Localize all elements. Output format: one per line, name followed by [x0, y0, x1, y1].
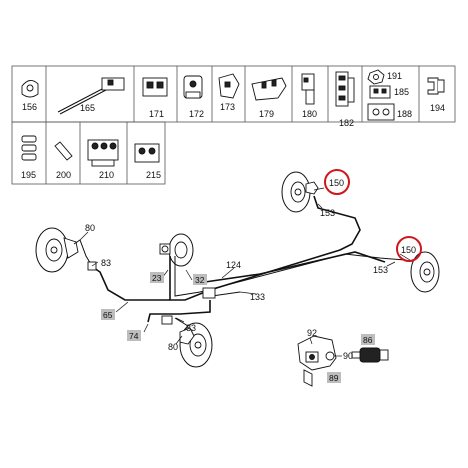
- leader-lines: [79, 187, 411, 357]
- callout-150-lower: 150: [401, 245, 416, 255]
- brake-booster: [159, 233, 194, 267]
- callout-83-rear: 83: [186, 323, 196, 333]
- part-173-label: 173: [220, 102, 235, 112]
- part-182-icon: [335, 71, 355, 107]
- part-194-icon: [427, 77, 445, 95]
- part-188-label: 188: [397, 109, 412, 119]
- part-179-label: 179: [259, 109, 274, 119]
- part-195-icon: [21, 135, 37, 161]
- part-182-label: 182: [339, 118, 354, 128]
- callout-23: 23: [152, 273, 162, 283]
- part-215-icon: [134, 143, 160, 163]
- part-185-label: 185: [394, 87, 409, 97]
- part-185-icon: [369, 85, 391, 99]
- wheel-rear-left: [179, 322, 213, 368]
- part-165-icon: [57, 77, 125, 115]
- part-156-icon: [21, 80, 39, 98]
- callout-153-upper: 153: [320, 208, 335, 218]
- callout-83-front: 83: [101, 258, 111, 268]
- part-180-label: 180: [302, 109, 317, 119]
- part-195-label: 195: [21, 170, 36, 180]
- part-172-icon: [183, 75, 203, 99]
- highlight-circle-150-lower: [396, 236, 422, 262]
- part-165-label: 165: [80, 103, 95, 113]
- callout-92: 92: [307, 328, 317, 338]
- callout-86-box: [361, 334, 375, 345]
- part-179-icon: [251, 77, 287, 101]
- part-191-label: 191: [387, 71, 402, 81]
- callout-23-box: [150, 272, 164, 283]
- part-171-icon: [142, 77, 168, 97]
- callout-89-box: [327, 372, 341, 383]
- callout-74-box: [127, 330, 141, 341]
- part-173-icon: [218, 73, 240, 99]
- callout-65-box: [101, 309, 115, 320]
- callout-32-box: [193, 274, 207, 285]
- brake-system-diagram: 150 150 153 153 80 83 124 133 92 90 83 8…: [35, 169, 440, 387]
- callout-74: 74: [129, 331, 139, 341]
- brake-lines: [73, 195, 406, 327]
- callout-90: 90: [343, 351, 353, 361]
- callout-89: 89: [329, 373, 339, 383]
- part-156-label: 156: [22, 102, 37, 112]
- part-194-label: 194: [430, 103, 445, 113]
- callout-150-upper: 150: [329, 178, 344, 188]
- abs-bracket: [297, 335, 337, 387]
- part-210-icon: [87, 139, 119, 167]
- part-215-label: 215: [146, 170, 161, 180]
- part-200-icon: [54, 141, 73, 161]
- wheel-rear-right: [410, 251, 440, 293]
- callout-133: 133: [250, 292, 265, 302]
- callout-124: 124: [226, 260, 241, 270]
- wheel-front-left: [35, 227, 79, 273]
- callout-86: 86: [363, 335, 373, 345]
- wheel-front-right: [281, 171, 319, 213]
- part-180-icon: [301, 73, 315, 105]
- highlight-circle-150-upper: [324, 169, 350, 195]
- callout-153-lower: 153: [373, 265, 388, 275]
- callout-80-front: 80: [85, 223, 95, 233]
- callout-80-rear: 80: [168, 342, 178, 352]
- part-200-label: 200: [56, 170, 71, 180]
- parts-grid: 156 165 171 172 173: [11, 65, 456, 185]
- callout-32: 32: [195, 275, 205, 285]
- part-171-label: 171: [149, 109, 164, 119]
- sensor-86: [351, 347, 389, 363]
- part-191-icon: [367, 69, 385, 85]
- part-210-label: 210: [99, 170, 114, 180]
- callout-65: 65: [103, 310, 113, 320]
- part-188-icon: [367, 103, 395, 121]
- part-172-label: 172: [189, 109, 204, 119]
